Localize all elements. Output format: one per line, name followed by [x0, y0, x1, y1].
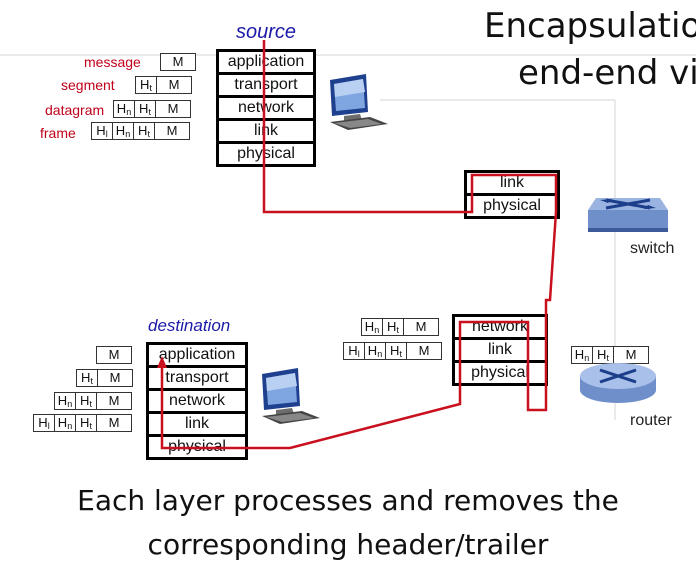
- message-cell: M: [154, 122, 190, 140]
- message-label: message: [84, 54, 141, 70]
- caption-line-1: Each layer processes and removes the: [77, 484, 619, 517]
- network-header-cell: Hn: [113, 100, 135, 118]
- network-header-cell: Hn: [112, 122, 134, 140]
- computer-icon: [262, 368, 320, 424]
- switch-label: switch: [630, 240, 675, 257]
- frame-label: frame: [40, 125, 76, 141]
- computer-icon: [330, 74, 388, 130]
- router-packet-datagram: Hn Ht M: [361, 318, 439, 336]
- message-cell: M: [156, 76, 192, 94]
- link-header-cell: Hl: [33, 414, 55, 432]
- transport-header-cell: Ht: [133, 122, 155, 140]
- packet-segment: Ht M: [135, 76, 192, 94]
- source-layer-network: network: [218, 97, 314, 119]
- router-out-packet: Hn Ht M: [571, 346, 649, 364]
- source-layer-application: application: [218, 51, 314, 73]
- message-cell: M: [96, 346, 132, 364]
- datagram-label: datagram: [45, 102, 105, 118]
- switch-protocol-stack: link physical: [464, 170, 560, 219]
- message-cell: M: [96, 392, 132, 410]
- router-layer-link: link: [454, 339, 546, 361]
- source-layer-link: link: [218, 120, 314, 142]
- network-header-cell: Hn: [361, 318, 383, 336]
- message-cell: M: [613, 346, 649, 364]
- message-cell: M: [155, 100, 191, 118]
- dest-packet-message: M: [96, 346, 132, 364]
- router-icon: [580, 363, 656, 403]
- packet-datagram: Hn Ht M: [113, 100, 191, 118]
- dest-layer-network: network: [148, 390, 246, 412]
- dest-layer-application: application: [148, 344, 246, 366]
- message-cell: M: [406, 342, 442, 360]
- source-layer-physical: physical: [218, 143, 314, 165]
- source-layer-transport: transport: [218, 74, 314, 96]
- packet-message: M: [160, 53, 196, 71]
- switch-layer-physical: physical: [466, 195, 558, 217]
- dest-packet-segment: Ht M: [76, 369, 133, 387]
- dest-packet-datagram: Hn Ht M: [54, 392, 132, 410]
- switch-layer-link: link: [466, 172, 558, 194]
- dest-packet-frame: Hl Hn Ht M: [33, 414, 132, 432]
- data-path: [160, 40, 558, 450]
- router-protocol-stack: network link physical: [452, 314, 548, 386]
- source-protocol-stack: application transport network link physi…: [216, 49, 316, 167]
- source-label: source: [236, 21, 297, 43]
- title-line-2: end-end vi: [518, 53, 696, 93]
- link-header-cell: Hl: [91, 122, 113, 140]
- segment-label: segment: [61, 77, 115, 93]
- switch-icon: [588, 198, 668, 232]
- router-label: router: [630, 412, 672, 429]
- message-cell: M: [97, 369, 133, 387]
- message-cell: M: [403, 318, 439, 336]
- packet-frame: Hl Hn Ht M: [91, 122, 190, 140]
- link-header-cell: Hl: [343, 342, 365, 360]
- destination-protocol-stack: application transport network link physi…: [146, 342, 248, 460]
- dest-layer-transport: transport: [148, 367, 246, 389]
- dest-layer-link: link: [148, 413, 246, 435]
- message-cell: M: [160, 53, 196, 71]
- message-cell: M: [96, 414, 132, 432]
- caption-line-2: corresponding header/trailer: [147, 528, 549, 561]
- router-layer-physical: physical: [454, 362, 546, 384]
- data-path-arrowhead: [157, 356, 167, 368]
- router-packet-frame: Hl Hn Ht M: [343, 342, 442, 360]
- transport-header-cell: Ht: [592, 346, 614, 364]
- network-header-cell: Hn: [54, 392, 76, 410]
- title-line-1: Encapsulatio: [484, 6, 696, 46]
- destination-label: destination: [148, 316, 231, 335]
